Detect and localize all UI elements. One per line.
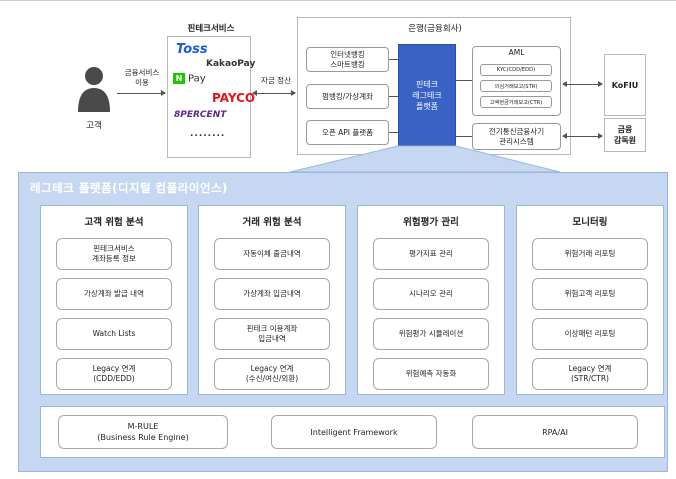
aml-item-kyc: KYC(CDD/EDD) — [480, 64, 552, 76]
customer-fintech-arrow — [117, 90, 166, 96]
column-item: 가상계좌 발급 내역 — [56, 278, 172, 310]
arrow-right-icon — [161, 90, 166, 96]
more-services-dots: ........ — [190, 129, 226, 139]
kofiu-box: KoFIU — [604, 54, 646, 116]
connector-line — [456, 80, 472, 81]
aml-kofiu-arrow — [562, 81, 603, 87]
toss-logo: Toss — [176, 42, 208, 57]
connector-line — [389, 132, 398, 133]
customer-label: 고객 — [86, 121, 102, 131]
kakaopay-logo: KakaoPay — [206, 59, 256, 69]
column-item: Watch Lists — [56, 318, 172, 350]
arrow-right-icon — [598, 133, 603, 139]
column-item: Legacy 연계 (수신/여신/외환) — [214, 358, 330, 390]
npay-text: Pay — [188, 73, 206, 85]
top-border-line — [0, 0, 676, 1]
aml-title: AML — [508, 48, 525, 57]
column-item: 이상패턴 리포팅 — [532, 318, 648, 350]
arrow-right-icon — [291, 90, 296, 96]
column-title: 위험평가 관리 — [403, 217, 459, 228]
arrow-right-icon — [598, 81, 603, 87]
column-title: 모니터링 — [572, 217, 608, 228]
arrow-left-icon — [562, 133, 567, 139]
settlement-label: 자금 정산 — [261, 76, 291, 85]
npay-badge-icon: N — [173, 73, 185, 84]
column-title: 거래 위험 분석 — [242, 217, 302, 228]
column-item: 위험거래 리포팅 — [532, 238, 648, 270]
person-icon — [78, 67, 110, 112]
fintech-bank-arrow — [252, 90, 296, 96]
fintech-title: 핀테크서비스 — [187, 24, 235, 34]
bank-title: 은행(금융회사) — [408, 24, 462, 34]
column-item: 가상계좌 입금내역 — [214, 278, 330, 310]
column-item: 위험예측 자동화 — [373, 358, 489, 390]
column-item: 자동이체 출금내역 — [214, 238, 330, 270]
fss-box: 금융 감독원 — [604, 118, 646, 152]
arrow-left-icon — [252, 90, 257, 96]
bank-item-internet-banking: 인터넷뱅킹 스마트뱅킹 — [306, 47, 389, 72]
connector-line — [389, 96, 398, 97]
column-item: 시나리오 관리 — [373, 278, 489, 310]
payco-logo: PAYCO — [212, 91, 256, 105]
connector-line — [389, 59, 398, 60]
fintech-regtech-platform: 핀테크 레그테크 플랫폼 — [398, 44, 456, 146]
column-title: 고객 위험 분석 — [84, 217, 144, 228]
efts-management-box: 전기통신금융사기 관리시스템 — [472, 123, 561, 150]
service-use-label: 금융서비스 이용 — [124, 68, 160, 87]
intelligent-framework-box: Intelligent Framework — [271, 415, 437, 449]
arrow-left-icon — [562, 81, 567, 87]
connector-line — [456, 136, 472, 137]
aml-item-str: 의심거래보고(STR) — [480, 80, 552, 92]
column-item: Legacy 연계 (STR/CTR) — [532, 358, 648, 390]
column-item: 핀테크서비스 계좌등록 정보 — [56, 238, 172, 270]
column-item: 핀테크 이용계좌 입금내역 — [214, 318, 330, 350]
column-item: 평가지표 관리 — [373, 238, 489, 270]
rpa-ai-box: RPA/AI — [472, 415, 638, 449]
m-rule-box: M-RULE (Business Rule Engine) — [58, 415, 228, 449]
aml-item-ctr: 고액현금거래보고(CTR) — [480, 96, 552, 108]
column-item: Legacy 연계 (CDD/EDD) — [56, 358, 172, 390]
bank-item-open-api: 오픈 API 플랫폼 — [306, 120, 389, 145]
regtech-platform-title: 레그테크 플랫폼(디지털 컴플라이언스) — [30, 181, 228, 195]
bank-item-firm-banking: 펌뱅킹/가상계좌 — [306, 84, 389, 109]
column-item: 위험평가 시뮬레이션 — [373, 318, 489, 350]
column-item: 위험고객 리포팅 — [532, 278, 648, 310]
efts-fss-arrow — [562, 133, 603, 139]
8percent-logo: 8PERCENT — [174, 110, 227, 120]
